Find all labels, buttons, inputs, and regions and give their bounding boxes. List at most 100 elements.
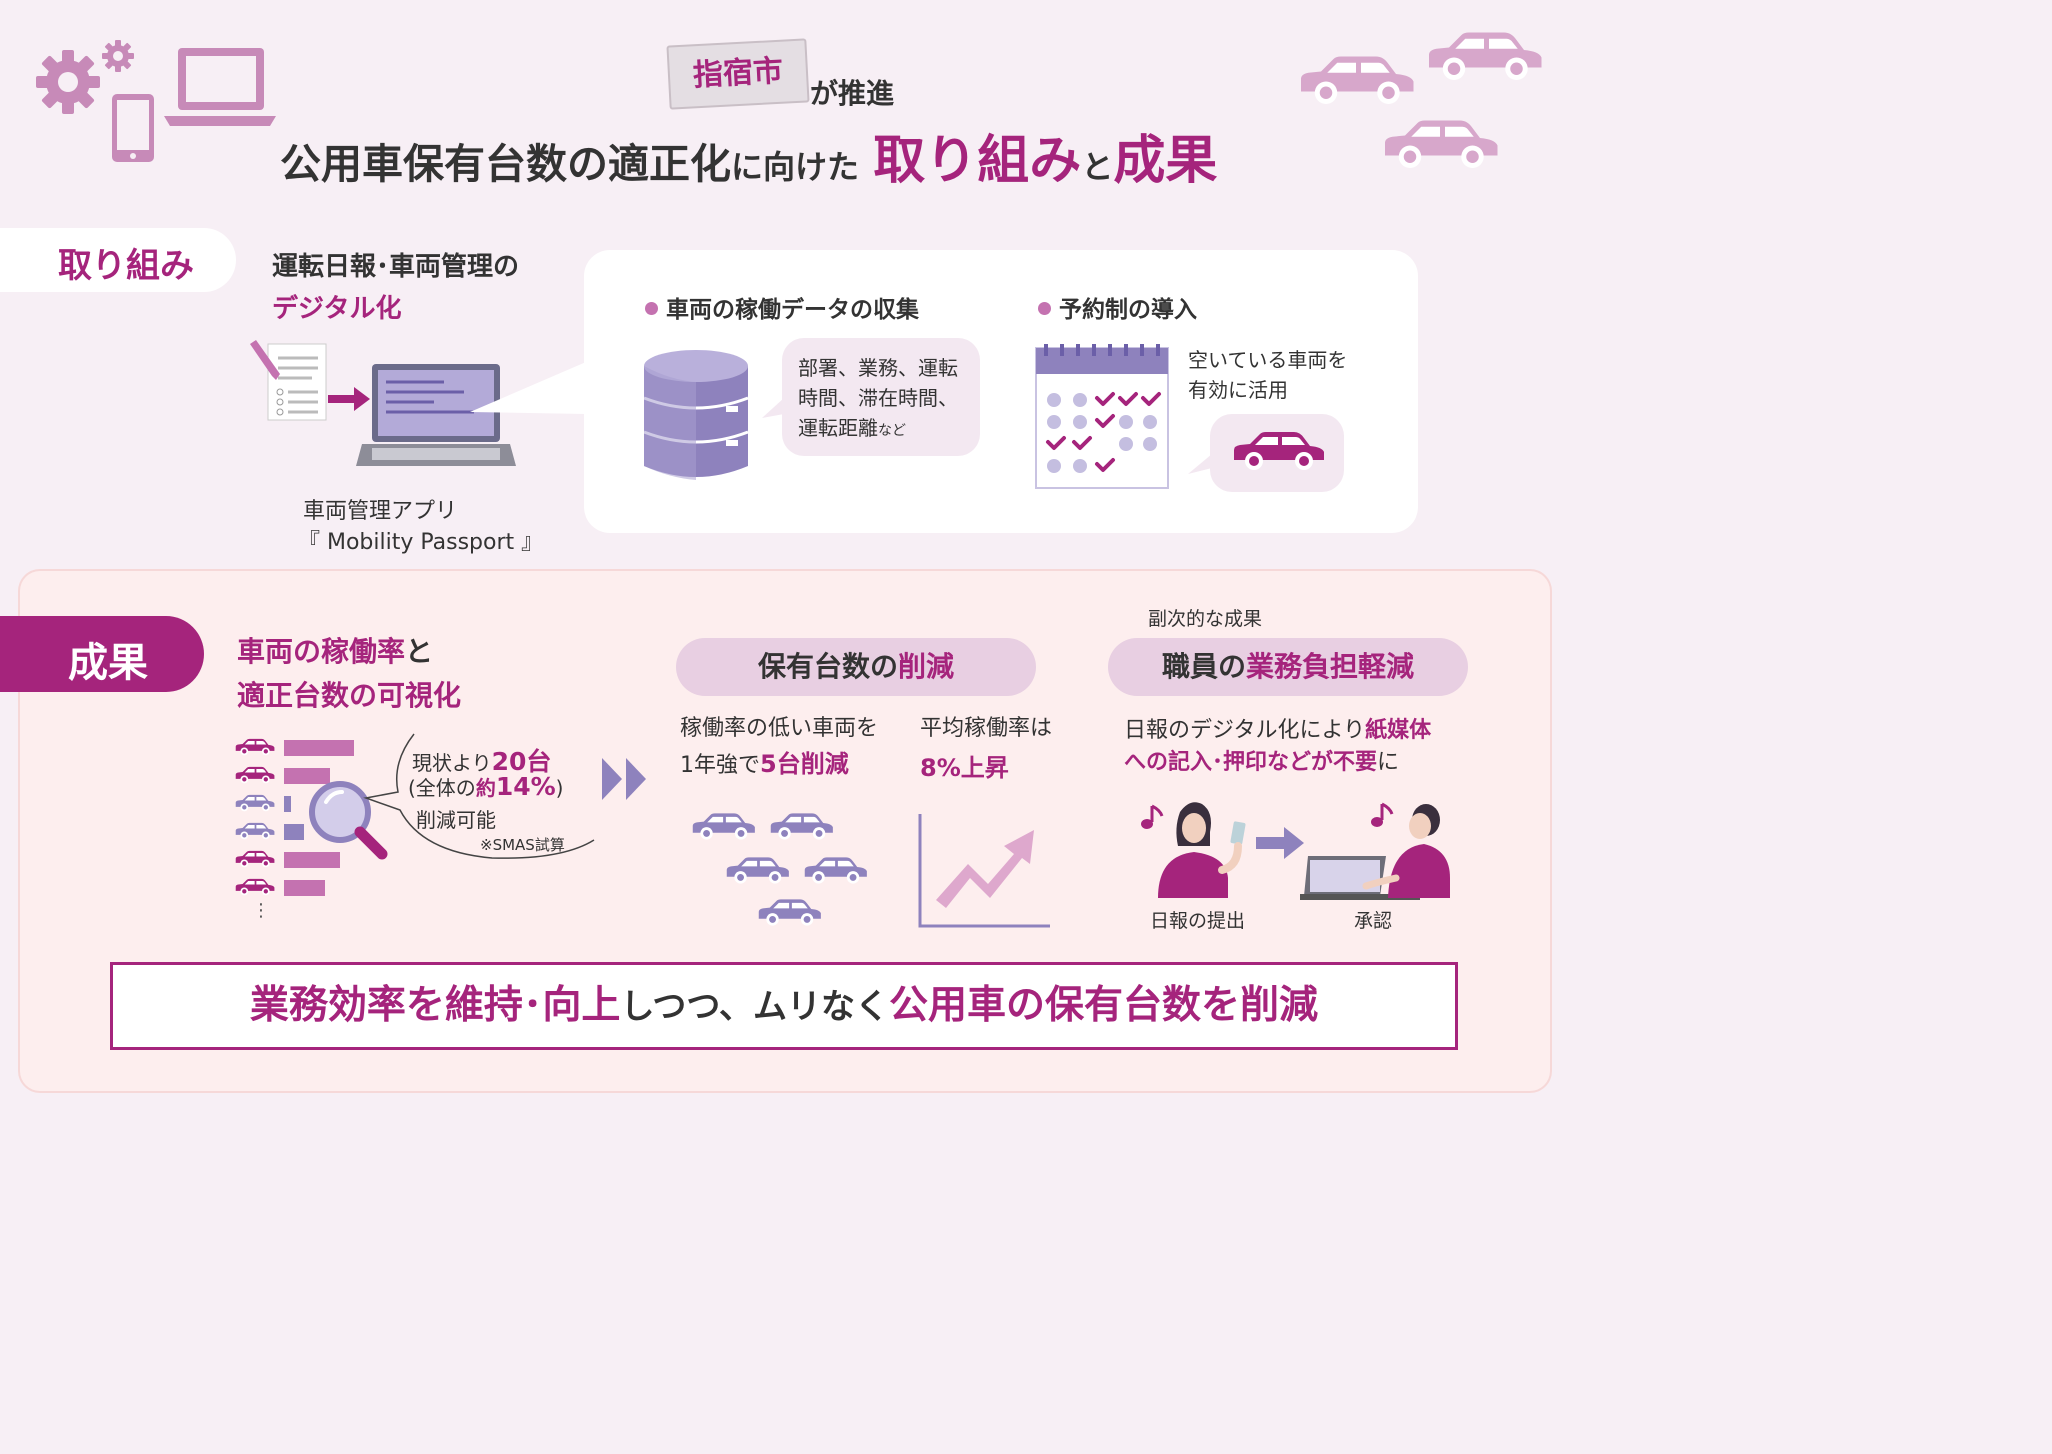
item1-detail-line1: 部署、業務、運転 — [798, 356, 958, 380]
usage-bar — [284, 768, 330, 784]
reduction-chip-a: 保有台数の — [757, 650, 898, 683]
car-icon — [758, 899, 821, 926]
item1-detail-suffix: など — [878, 423, 906, 439]
callout-pointer — [470, 362, 586, 414]
car-icon — [804, 857, 867, 884]
car-icon — [235, 822, 275, 840]
title-part3: 取り組み — [873, 131, 1082, 191]
usage-row — [234, 848, 360, 872]
item1-title: 車両の稼働データの収集 — [645, 290, 919, 324]
car-icon — [1301, 56, 1414, 104]
arrow-right-icon — [328, 387, 370, 411]
laptop-icon — [356, 364, 516, 466]
results-heading-line1-b: と — [405, 635, 434, 668]
reduction-chip-b: 削減 — [898, 650, 955, 683]
promote-text: が推進 — [810, 77, 895, 110]
secondary-line1: 日報のデジタル化により紙媒体 — [1124, 714, 1431, 747]
secondary-caption: 副次的な成果 — [1148, 608, 1263, 630]
ellipsis: ⋮ — [252, 900, 270, 921]
usage-row — [234, 876, 360, 900]
smartphone-icon — [112, 94, 154, 162]
magnifier-icon — [309, 781, 388, 860]
note-line2-b: 約 — [475, 776, 496, 800]
item2-detail-line2: 有効に活用 — [1188, 378, 1288, 402]
car-icon — [692, 813, 755, 840]
conclusion-part1: 業務効率を維持･向上 — [249, 983, 621, 1028]
car-icon — [1234, 432, 1324, 470]
secondary-line2-b: に — [1377, 750, 1400, 775]
reduction-left-line2: 1年強で5台削減 — [680, 748, 849, 782]
music-note-icon — [1371, 802, 1394, 827]
initiatives-heading-line1: 運転日報･車両管理の — [272, 252, 520, 282]
title-part5: 成果 — [1113, 131, 1218, 191]
results-heading-line2: 適正台数の可視化 — [237, 679, 462, 712]
conclusion-part2: しつつ、ムリなく — [620, 987, 890, 1027]
app-name-line1: 車両管理アプリ — [303, 499, 458, 524]
usage-bar — [284, 824, 304, 840]
person-icon — [1300, 804, 1450, 900]
secondary-line2-a: への記入･押印などが不要 — [1124, 750, 1378, 775]
note-line2-a: (全体の — [408, 776, 476, 800]
item1-detail-line3-text: 運転距離 — [798, 416, 878, 440]
usage-bar — [284, 740, 354, 756]
vehicle-usage-bars — [234, 736, 360, 906]
item1-detail-bubble — [782, 338, 980, 456]
person-icon — [1158, 802, 1246, 898]
note-line2-d: ) — [555, 776, 564, 800]
app-name-line2: 『 Mobility Passport 』 — [298, 530, 544, 555]
results-heading-line1: 車両の稼働率と — [237, 630, 433, 670]
note-line1-b: 20台 — [491, 747, 552, 776]
secondary-line1-b: 紙媒体 — [1365, 718, 1432, 743]
usage-row — [234, 764, 360, 788]
initiatives-heading-line2: デジタル化 — [272, 294, 402, 324]
item1-detail-line3: 運転距離など — [798, 412, 906, 448]
conclusion-part3: 公用車の保有台数を削減 — [889, 983, 1319, 1028]
item2-title: 予約制の導入 — [1038, 290, 1197, 324]
bubble-tail — [762, 398, 784, 418]
database-icon — [643, 350, 749, 480]
note-line1-a: 現状より — [412, 751, 492, 775]
item2-detail-line1: 空いている車両を — [1188, 348, 1348, 372]
usage-bar — [284, 796, 291, 812]
reduction-chip: 保有台数の削減 — [676, 638, 1036, 696]
usage-row — [234, 820, 360, 844]
title-part2: に向けた — [731, 148, 860, 186]
car-icon — [235, 738, 275, 756]
usage-row — [234, 736, 360, 760]
bubble-tail — [1188, 454, 1212, 474]
reduction-left-line2-b: 5台削減 — [760, 750, 849, 778]
secondary-line1-a: 日報のデジタル化により — [1124, 718, 1366, 743]
results-heading-line1-a: 車両の稼働率 — [237, 635, 406, 668]
secondary-chip-a: 職員の — [1161, 650, 1246, 683]
results-label: 成果 — [0, 616, 204, 692]
monitor-icon — [164, 48, 276, 126]
item1-detail-line2: 時間、滞在時間、 — [798, 386, 958, 410]
note-line3: 削減可能 — [416, 808, 496, 832]
calendar-icon — [1035, 344, 1169, 489]
usage-row — [234, 792, 360, 816]
play-arrow-icon — [602, 758, 646, 800]
note-line2: (全体の約14%) — [408, 772, 563, 801]
page-title: 公用車保有台数の適正化に向けた 取り組みと成果 — [280, 118, 1217, 193]
car-icon — [770, 813, 833, 840]
results-label-text: 成果 — [68, 640, 148, 686]
car-icon — [726, 857, 789, 884]
initiatives-label: 取り組み — [0, 228, 236, 292]
secondary-line2: への記入･押印などが不要に — [1124, 746, 1399, 779]
label-submit: 日報の提出 — [1150, 910, 1246, 932]
rising-arrow-icon — [918, 814, 1050, 928]
reduction-right-line1: 平均稼働率は — [920, 716, 1053, 741]
city-name: 指宿市 — [692, 53, 784, 94]
car-icon — [235, 850, 275, 868]
usage-bar — [284, 852, 340, 868]
car-icon — [235, 878, 275, 896]
car-icon — [1429, 32, 1542, 80]
note-source: ※SMAS試算 — [480, 836, 565, 854]
label-approve: 承認 — [1354, 910, 1393, 932]
conclusion-banner: 業務効率を維持･向上しつつ、ムリなく公用車の保有台数を削減 — [110, 962, 1458, 1050]
usage-bar — [284, 880, 325, 896]
reduction-left-line2-a: 1年強で — [680, 753, 760, 778]
title-part1: 公用車保有台数の適正化 — [280, 140, 731, 188]
reduction-left-line1: 稼働率の低い車両を — [680, 716, 879, 741]
arrow-right-icon — [1256, 827, 1304, 859]
